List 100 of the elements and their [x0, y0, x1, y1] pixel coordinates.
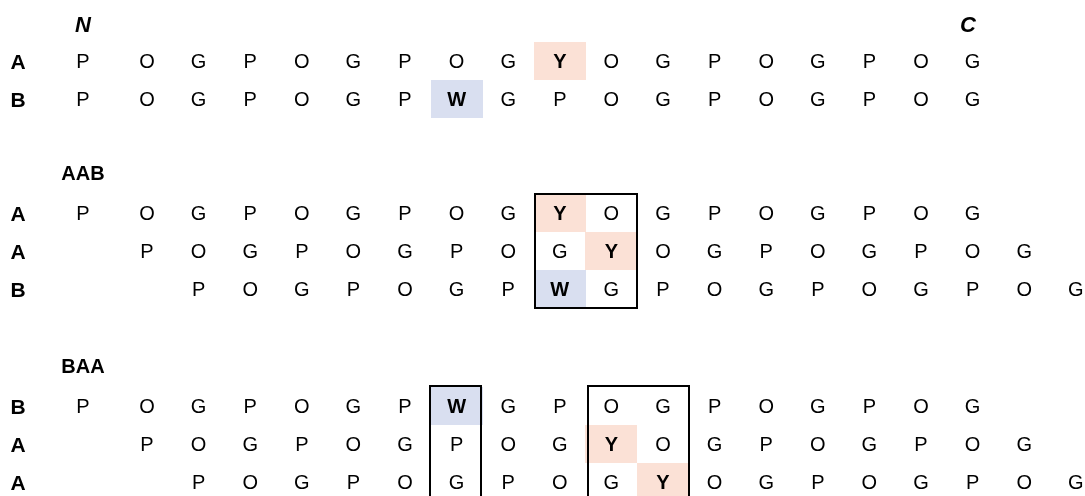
residue-letter: O: [602, 201, 621, 226]
residue-letter: O: [293, 201, 311, 226]
residue-letter: O: [705, 470, 724, 495]
residue-letter: O: [912, 201, 930, 226]
residue-letter: O: [293, 394, 311, 419]
terminus-label: C: [959, 11, 977, 39]
highlighted-residue: Y: [585, 425, 638, 463]
residue-letter: P: [190, 470, 207, 495]
chain-label: A: [9, 469, 27, 496]
residue-letter: P: [706, 394, 723, 419]
residue-letter: O: [912, 87, 930, 112]
residue-letter: P: [500, 277, 516, 302]
residue-letter: G: [241, 239, 259, 264]
residue-letter: P: [139, 432, 155, 457]
residue-letter: P: [706, 49, 723, 74]
residue-letter: G: [499, 49, 517, 74]
chain-label: A: [9, 431, 27, 458]
chain-label: A: [9, 200, 27, 227]
residue-letter: O: [138, 201, 156, 226]
residue-letter: O: [447, 201, 466, 226]
residue-letter: P: [242, 394, 258, 419]
residue-letter: P: [448, 239, 465, 264]
residue-letter: G: [1067, 277, 1085, 302]
residue-letter: P: [75, 87, 91, 112]
residue-letter: G: [551, 432, 569, 457]
residue-letter: P: [758, 239, 774, 264]
residue-letter: P: [139, 239, 155, 264]
residue-letter: P: [758, 432, 774, 457]
residue-letter: O: [551, 470, 569, 495]
residue-letter: P: [706, 87, 723, 112]
residue-letter: O: [860, 277, 879, 302]
residue-letter: G: [654, 394, 672, 419]
residue-letter: P: [500, 470, 516, 495]
residue-letter: P: [964, 277, 981, 302]
residue-letter: O: [602, 394, 621, 419]
residue-letter: G: [860, 239, 879, 264]
residue-letter: P: [190, 277, 207, 302]
residue-letter: P: [861, 87, 878, 112]
residue-letter: O: [654, 239, 672, 264]
residue-letter: P: [75, 49, 91, 74]
residue-letter: O: [809, 432, 827, 457]
residue-letter: G: [499, 201, 517, 226]
residue-letter: G: [654, 201, 672, 226]
residue-letter: P: [345, 470, 362, 495]
residue-letter: P: [810, 277, 826, 302]
residue-letter: G: [963, 87, 982, 112]
residue-letter: O: [293, 49, 311, 74]
residue-letter: P: [861, 394, 878, 419]
residue-letter: G: [963, 394, 982, 419]
residue-letter: G: [344, 394, 363, 419]
residue-letter: O: [757, 87, 775, 112]
residue-letter: G: [499, 394, 517, 419]
residue-letter: G: [705, 432, 724, 457]
residue-letter: P: [75, 201, 91, 226]
terminus-label: N: [74, 11, 93, 39]
residue-letter: G: [654, 87, 672, 112]
highlighted-residue: W: [430, 80, 483, 118]
residue-letter: P: [294, 239, 310, 264]
heterotrimer-label: AAB: [60, 161, 106, 186]
residue-letter: G: [241, 432, 259, 457]
residue-letter: O: [344, 432, 363, 457]
residue-letter: G: [551, 239, 569, 264]
residue-letter: O: [705, 277, 724, 302]
residue-letter: P: [242, 49, 258, 74]
residue-letter: G: [860, 432, 879, 457]
residue-letter: P: [397, 394, 413, 419]
residue-letter: G: [963, 49, 982, 74]
chain-label: A: [9, 48, 27, 75]
residue-letter: O: [189, 432, 208, 457]
residue-letter: O: [499, 432, 517, 457]
residue-letter: O: [757, 49, 775, 74]
residue-letter: G: [189, 87, 208, 112]
residue-letter: P: [861, 49, 878, 74]
residue-letter: G: [189, 394, 208, 419]
highlighted-residue: W: [430, 387, 483, 425]
residue-letter: O: [241, 277, 259, 302]
residue-letter: O: [344, 239, 363, 264]
residue-letter: O: [860, 470, 879, 495]
residue-letter: O: [499, 239, 517, 264]
chain-label: A: [9, 238, 27, 265]
residue-letter: G: [602, 277, 621, 302]
residue-letter: O: [602, 87, 621, 112]
residue-letter: O: [241, 470, 259, 495]
residue-letter: P: [964, 470, 981, 495]
residue-letter: G: [912, 470, 930, 495]
residue-letter: P: [552, 87, 568, 112]
residue-letter: P: [861, 201, 878, 226]
residue-letter: O: [138, 394, 156, 419]
residue-letter: O: [912, 49, 930, 74]
residue-letter: G: [1015, 239, 1033, 264]
highlighted-residue: Y: [585, 232, 638, 270]
heterotrimer-label: BAA: [60, 354, 106, 379]
residue-letter: O: [293, 87, 311, 112]
residue-letter: O: [138, 87, 156, 112]
residue-letter: P: [397, 49, 413, 74]
residue-letter: G: [293, 470, 311, 495]
residue-letter: P: [294, 432, 310, 457]
residue-letter: G: [344, 201, 363, 226]
residue-letter: O: [963, 239, 982, 264]
residue-letter: G: [499, 87, 517, 112]
